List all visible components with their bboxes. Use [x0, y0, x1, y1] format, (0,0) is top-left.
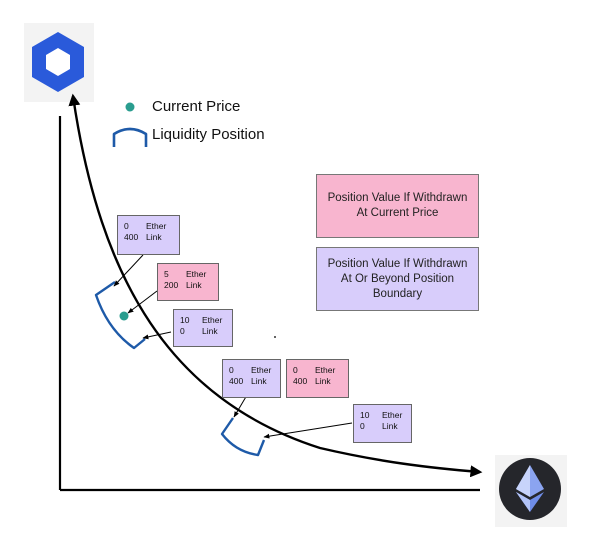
bonding-curve — [68, 93, 483, 478]
pointer-upper-current — [127, 290, 158, 314]
pointer-upper-lower — [113, 254, 144, 287]
stray-dot — [274, 336, 276, 338]
legend-current-price-label: Current Price — [152, 98, 241, 115]
liquidity-position-upper — [94, 281, 146, 350]
ethereum-logo-icon — [495, 455, 567, 527]
liquidity-position-lower — [220, 417, 266, 457]
pointer-upper-upper — [142, 331, 172, 340]
legend-liquidity-position-icon — [112, 127, 148, 147]
legend-liquidity-position-label: Liquidity Position — [152, 126, 265, 143]
current-price-dot — [119, 311, 129, 321]
pointer-lower-upper — [263, 422, 353, 439]
chainlink-logo-icon — [24, 23, 94, 102]
legend-withdrawn-boundary-box: Position Value If Withdrawn At Or Beyond… — [316, 247, 479, 311]
legend-withdrawn-current-box: Position Value If Withdrawn At Current P… — [316, 174, 479, 238]
axes — [58, 116, 480, 492]
legend-current-price-dot — [125, 102, 135, 112]
